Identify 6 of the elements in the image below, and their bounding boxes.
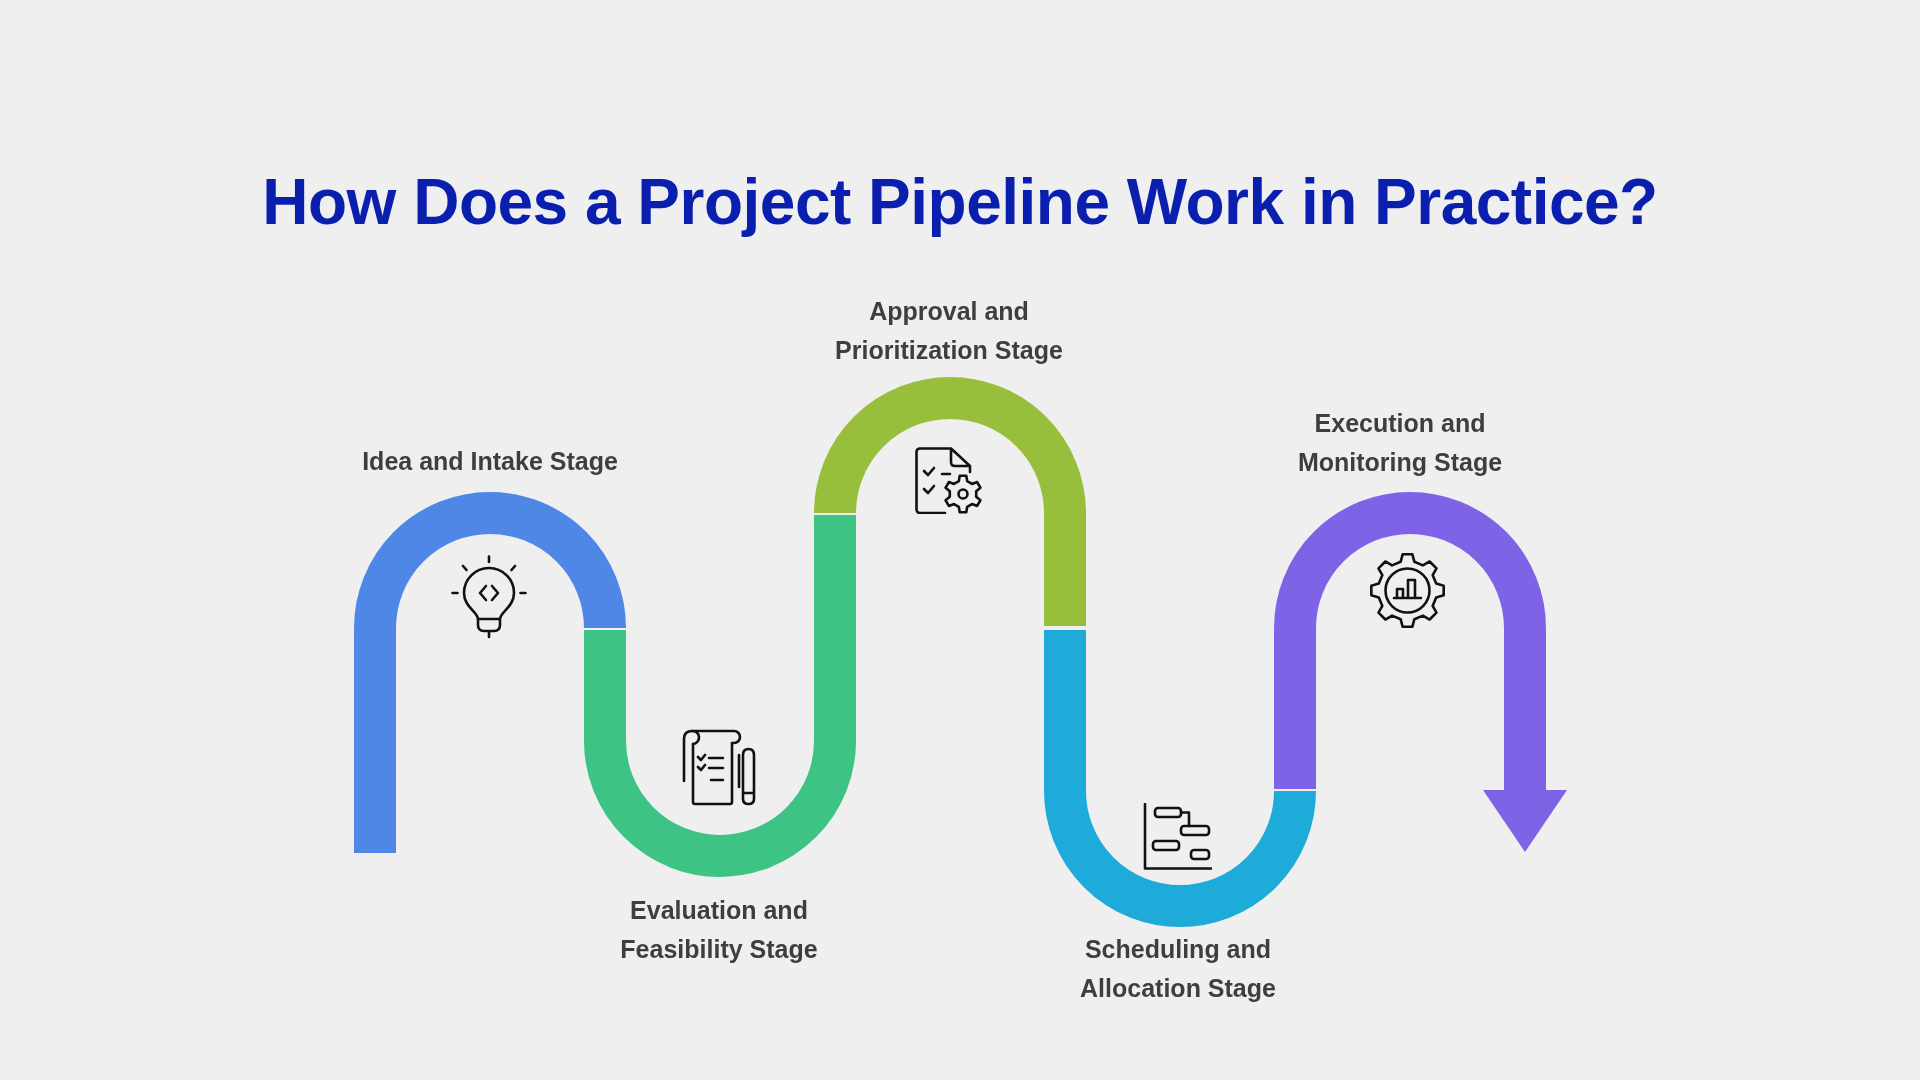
stage-label: Evaluation and Feasibility Stage — [620, 896, 818, 963]
stage-label: Idea and Intake Stage — [362, 447, 618, 475]
stage-label: Approval and Prioritization Stage — [835, 297, 1063, 364]
stage-label: Scheduling and Allocation Stage — [1080, 935, 1276, 1002]
stage-label: Execution and Monitoring Stage — [1297, 409, 1503, 476]
title: How Does a Project Pipeline Work in Practice? — [262, 165, 1658, 240]
